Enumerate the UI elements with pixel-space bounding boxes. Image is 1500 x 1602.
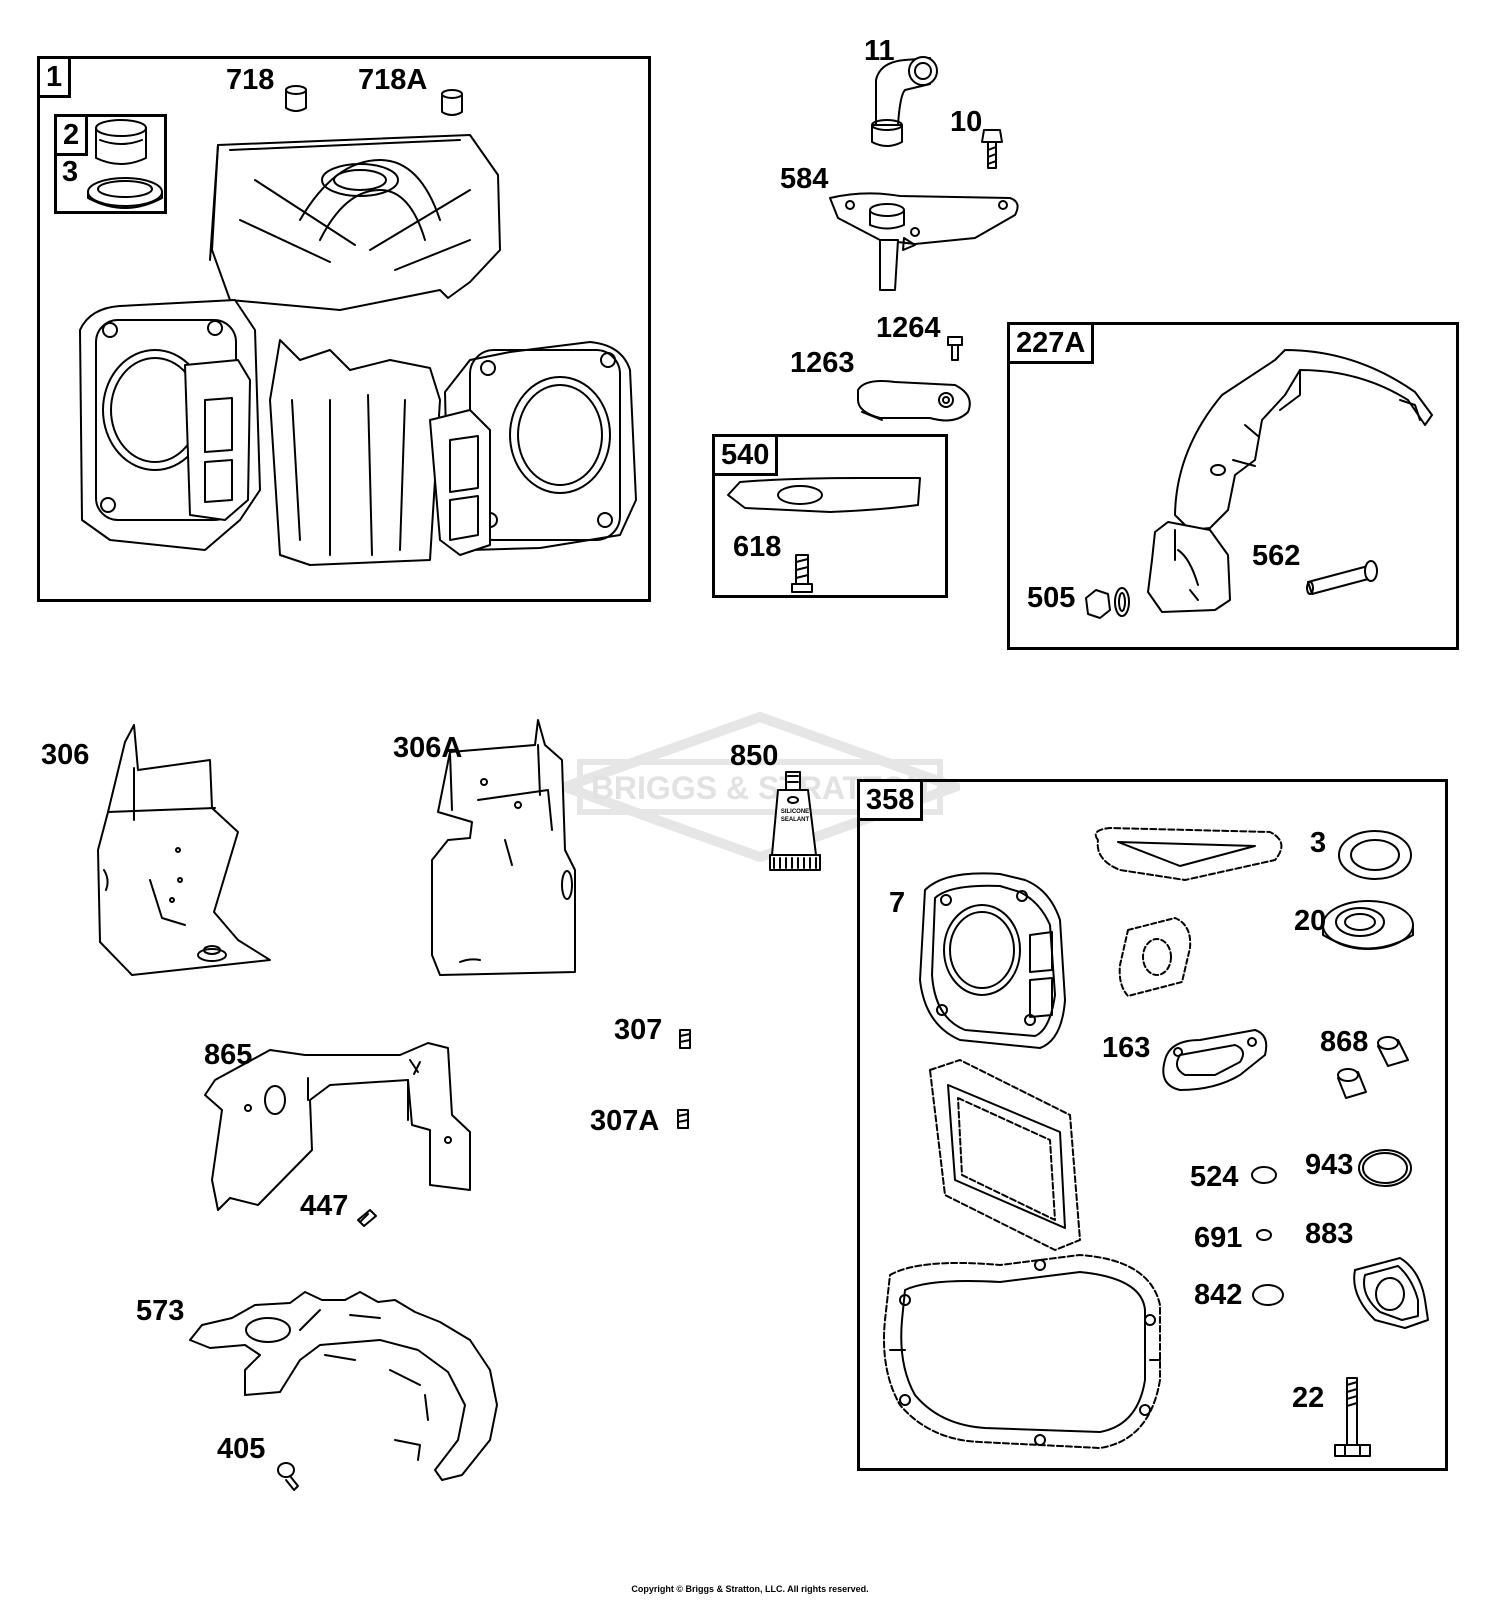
group-tag-2: 2 [57, 117, 89, 156]
callout-307: 307 [614, 1014, 663, 1046]
sealant-label-line-2: SEALANT [780, 817, 810, 823]
nut-505 [1085, 587, 1130, 619]
callout-7: 7 [889, 887, 906, 919]
callout-307a: 307A [590, 1105, 660, 1137]
gasket-883 [1353, 1257, 1429, 1329]
callout-20: 20 [1294, 905, 1327, 937]
callout-868: 868 [1320, 1026, 1369, 1058]
group-tag-1: 1 [40, 59, 72, 98]
group-box-358: 358 [857, 779, 1448, 1471]
group-tag-358: 358 [860, 782, 924, 821]
callout-306: 306 [41, 739, 90, 771]
callout-943: 943 [1305, 1149, 1354, 1181]
dowel-868 [1337, 1036, 1409, 1099]
seal-3-kit [1338, 830, 1412, 880]
callout-691: 691 [1194, 1222, 1243, 1254]
intake-gasket [1118, 917, 1192, 997]
bolt-22 [1334, 1377, 1371, 1457]
screw-307a [677, 1109, 689, 1129]
group-box-540: 540 [712, 434, 948, 598]
pin-562 [1306, 560, 1378, 595]
screw-618 [791, 554, 813, 593]
callout-1264: 1264 [876, 312, 941, 344]
air-guide-573 [189, 1291, 498, 1481]
callout-22: 22 [1292, 1382, 1325, 1414]
baffle-865 [204, 1042, 471, 1211]
head-gasket-7 [919, 872, 1066, 1049]
callout-505: 505 [1027, 582, 1076, 614]
oring-524 [1251, 1166, 1277, 1184]
callout-850: 850 [730, 740, 779, 772]
callout-618: 618 [733, 531, 782, 563]
callout-524: 524 [1190, 1161, 1239, 1193]
callout-405: 405 [217, 1433, 266, 1465]
rocker-cover-gasket [929, 1059, 1081, 1251]
callout-718: 718 [226, 64, 275, 96]
cylinder-block [79, 134, 637, 566]
bushing-2 [95, 119, 147, 165]
oring-691 [1256, 1229, 1272, 1241]
shroud-306 [97, 724, 271, 976]
screw-10 [981, 129, 1003, 169]
callout-306a: 306A [393, 732, 463, 764]
sealant-tube-850 [769, 771, 821, 871]
shroud-306a [431, 719, 576, 976]
callout-10: 10 [950, 106, 983, 138]
callout-842: 842 [1194, 1279, 1243, 1311]
valve-cover-gasket [1094, 827, 1283, 881]
callout-3-kit: 3 [1310, 827, 1327, 859]
callout-447: 447 [300, 1190, 349, 1222]
callout-573: 573 [136, 1295, 185, 1327]
group-box-1: 1 [37, 56, 651, 602]
group-box-227a: 227A [1007, 322, 1459, 650]
callout-11: 11 [864, 35, 895, 67]
oring-943 [1358, 1149, 1412, 1187]
plug-718 [285, 85, 307, 112]
copyright-notice: Copyright © Briggs & Stratton, LLC. All … [631, 1584, 869, 1594]
gasket-163 [1162, 1029, 1268, 1091]
callout-584: 584 [780, 163, 829, 195]
oring-842 [1252, 1284, 1284, 1306]
tube-11 [871, 56, 938, 147]
crankcase-gasket [883, 1254, 1161, 1449]
seal-3 [87, 177, 163, 209]
callout-718a: 718A [358, 64, 428, 96]
plug-718a [441, 89, 463, 116]
oil-seal-20 [1322, 900, 1414, 950]
callout-163: 163 [1102, 1032, 1151, 1064]
sealant-label: SILICONE SEALANT [779, 808, 811, 824]
gasket-540 [727, 477, 921, 513]
callout-562: 562 [1252, 540, 1301, 572]
screw-1264 [947, 336, 963, 361]
screw-307 [679, 1029, 691, 1049]
screw-405 [277, 1462, 299, 1491]
breather-plate-584 [829, 192, 1019, 291]
bracket-227a [1147, 349, 1433, 613]
screw-447 [357, 1209, 377, 1227]
group-tag-227a: 227A [1010, 325, 1095, 364]
callout-3-bushing: 3 [62, 156, 79, 188]
plate-1263 [857, 380, 971, 422]
sealant-label-line-1: SILICONE [780, 809, 810, 815]
callout-883: 883 [1305, 1218, 1354, 1250]
callout-865: 865 [204, 1039, 253, 1071]
callout-1263: 1263 [790, 347, 855, 379]
group-tag-540: 540 [715, 437, 779, 476]
